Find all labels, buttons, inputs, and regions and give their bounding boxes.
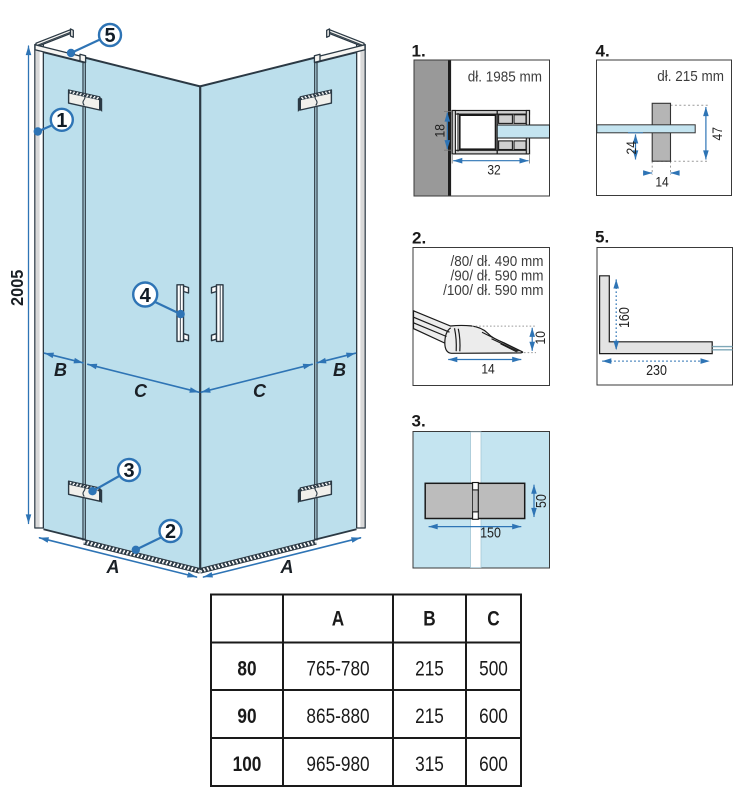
svg-text:B: B	[423, 608, 435, 631]
svg-text:B: B	[54, 360, 67, 380]
svg-text:215: 215	[415, 706, 444, 729]
svg-text:47: 47	[709, 127, 725, 140]
svg-text:765-780: 765-780	[306, 658, 369, 681]
svg-text:10: 10	[532, 331, 548, 344]
svg-text:14: 14	[655, 174, 668, 190]
svg-text:14: 14	[481, 361, 494, 377]
svg-text:2.: 2.	[412, 229, 426, 248]
svg-text:3: 3	[123, 460, 134, 482]
svg-text:90: 90	[237, 706, 256, 729]
svg-text:600: 600	[479, 754, 508, 777]
svg-text:dł. 215 mm: dł. 215 mm	[657, 68, 724, 85]
svg-text:80: 80	[237, 658, 256, 681]
svg-text:3.: 3.	[412, 412, 426, 431]
svg-text:215: 215	[415, 658, 444, 681]
svg-text:1.: 1.	[412, 42, 426, 61]
svg-text:500: 500	[479, 658, 508, 681]
svg-text:32: 32	[487, 162, 500, 178]
svg-text:/100/ dł. 590 mm: /100/ dł. 590 mm	[443, 282, 543, 299]
svg-text:150: 150	[480, 525, 501, 541]
svg-text:4: 4	[140, 285, 152, 307]
svg-text:A: A	[332, 608, 345, 631]
svg-text:865-880: 865-880	[306, 706, 369, 729]
svg-text:C: C	[253, 381, 267, 401]
svg-text:dł. 1985 mm: dł. 1985 mm	[468, 68, 542, 85]
svg-text:600: 600	[479, 706, 508, 729]
svg-text:B: B	[333, 360, 346, 380]
svg-text:5.: 5.	[595, 228, 609, 247]
svg-text:2: 2	[165, 521, 176, 543]
svg-text:50: 50	[533, 494, 549, 508]
svg-text:/90/ dł. 590 mm: /90/ dł. 590 mm	[451, 267, 544, 284]
svg-text:/80/ dł. 490 mm: /80/ dł. 490 mm	[451, 253, 544, 270]
svg-text:5: 5	[104, 25, 115, 47]
svg-text:C: C	[134, 381, 148, 401]
svg-text:4.: 4.	[596, 42, 610, 61]
svg-text:100: 100	[233, 754, 262, 777]
svg-text:1: 1	[56, 110, 67, 132]
svg-text:230: 230	[646, 362, 667, 378]
svg-text:160: 160	[616, 307, 632, 328]
svg-text:C: C	[487, 608, 500, 631]
svg-text:A: A	[106, 557, 120, 577]
svg-text:315: 315	[415, 754, 444, 777]
svg-text:965-980: 965-980	[306, 754, 369, 777]
svg-text:24: 24	[623, 141, 639, 154]
svg-text:A: A	[280, 557, 294, 577]
svg-text:18: 18	[432, 124, 448, 137]
svg-text:2005: 2005	[6, 269, 27, 306]
